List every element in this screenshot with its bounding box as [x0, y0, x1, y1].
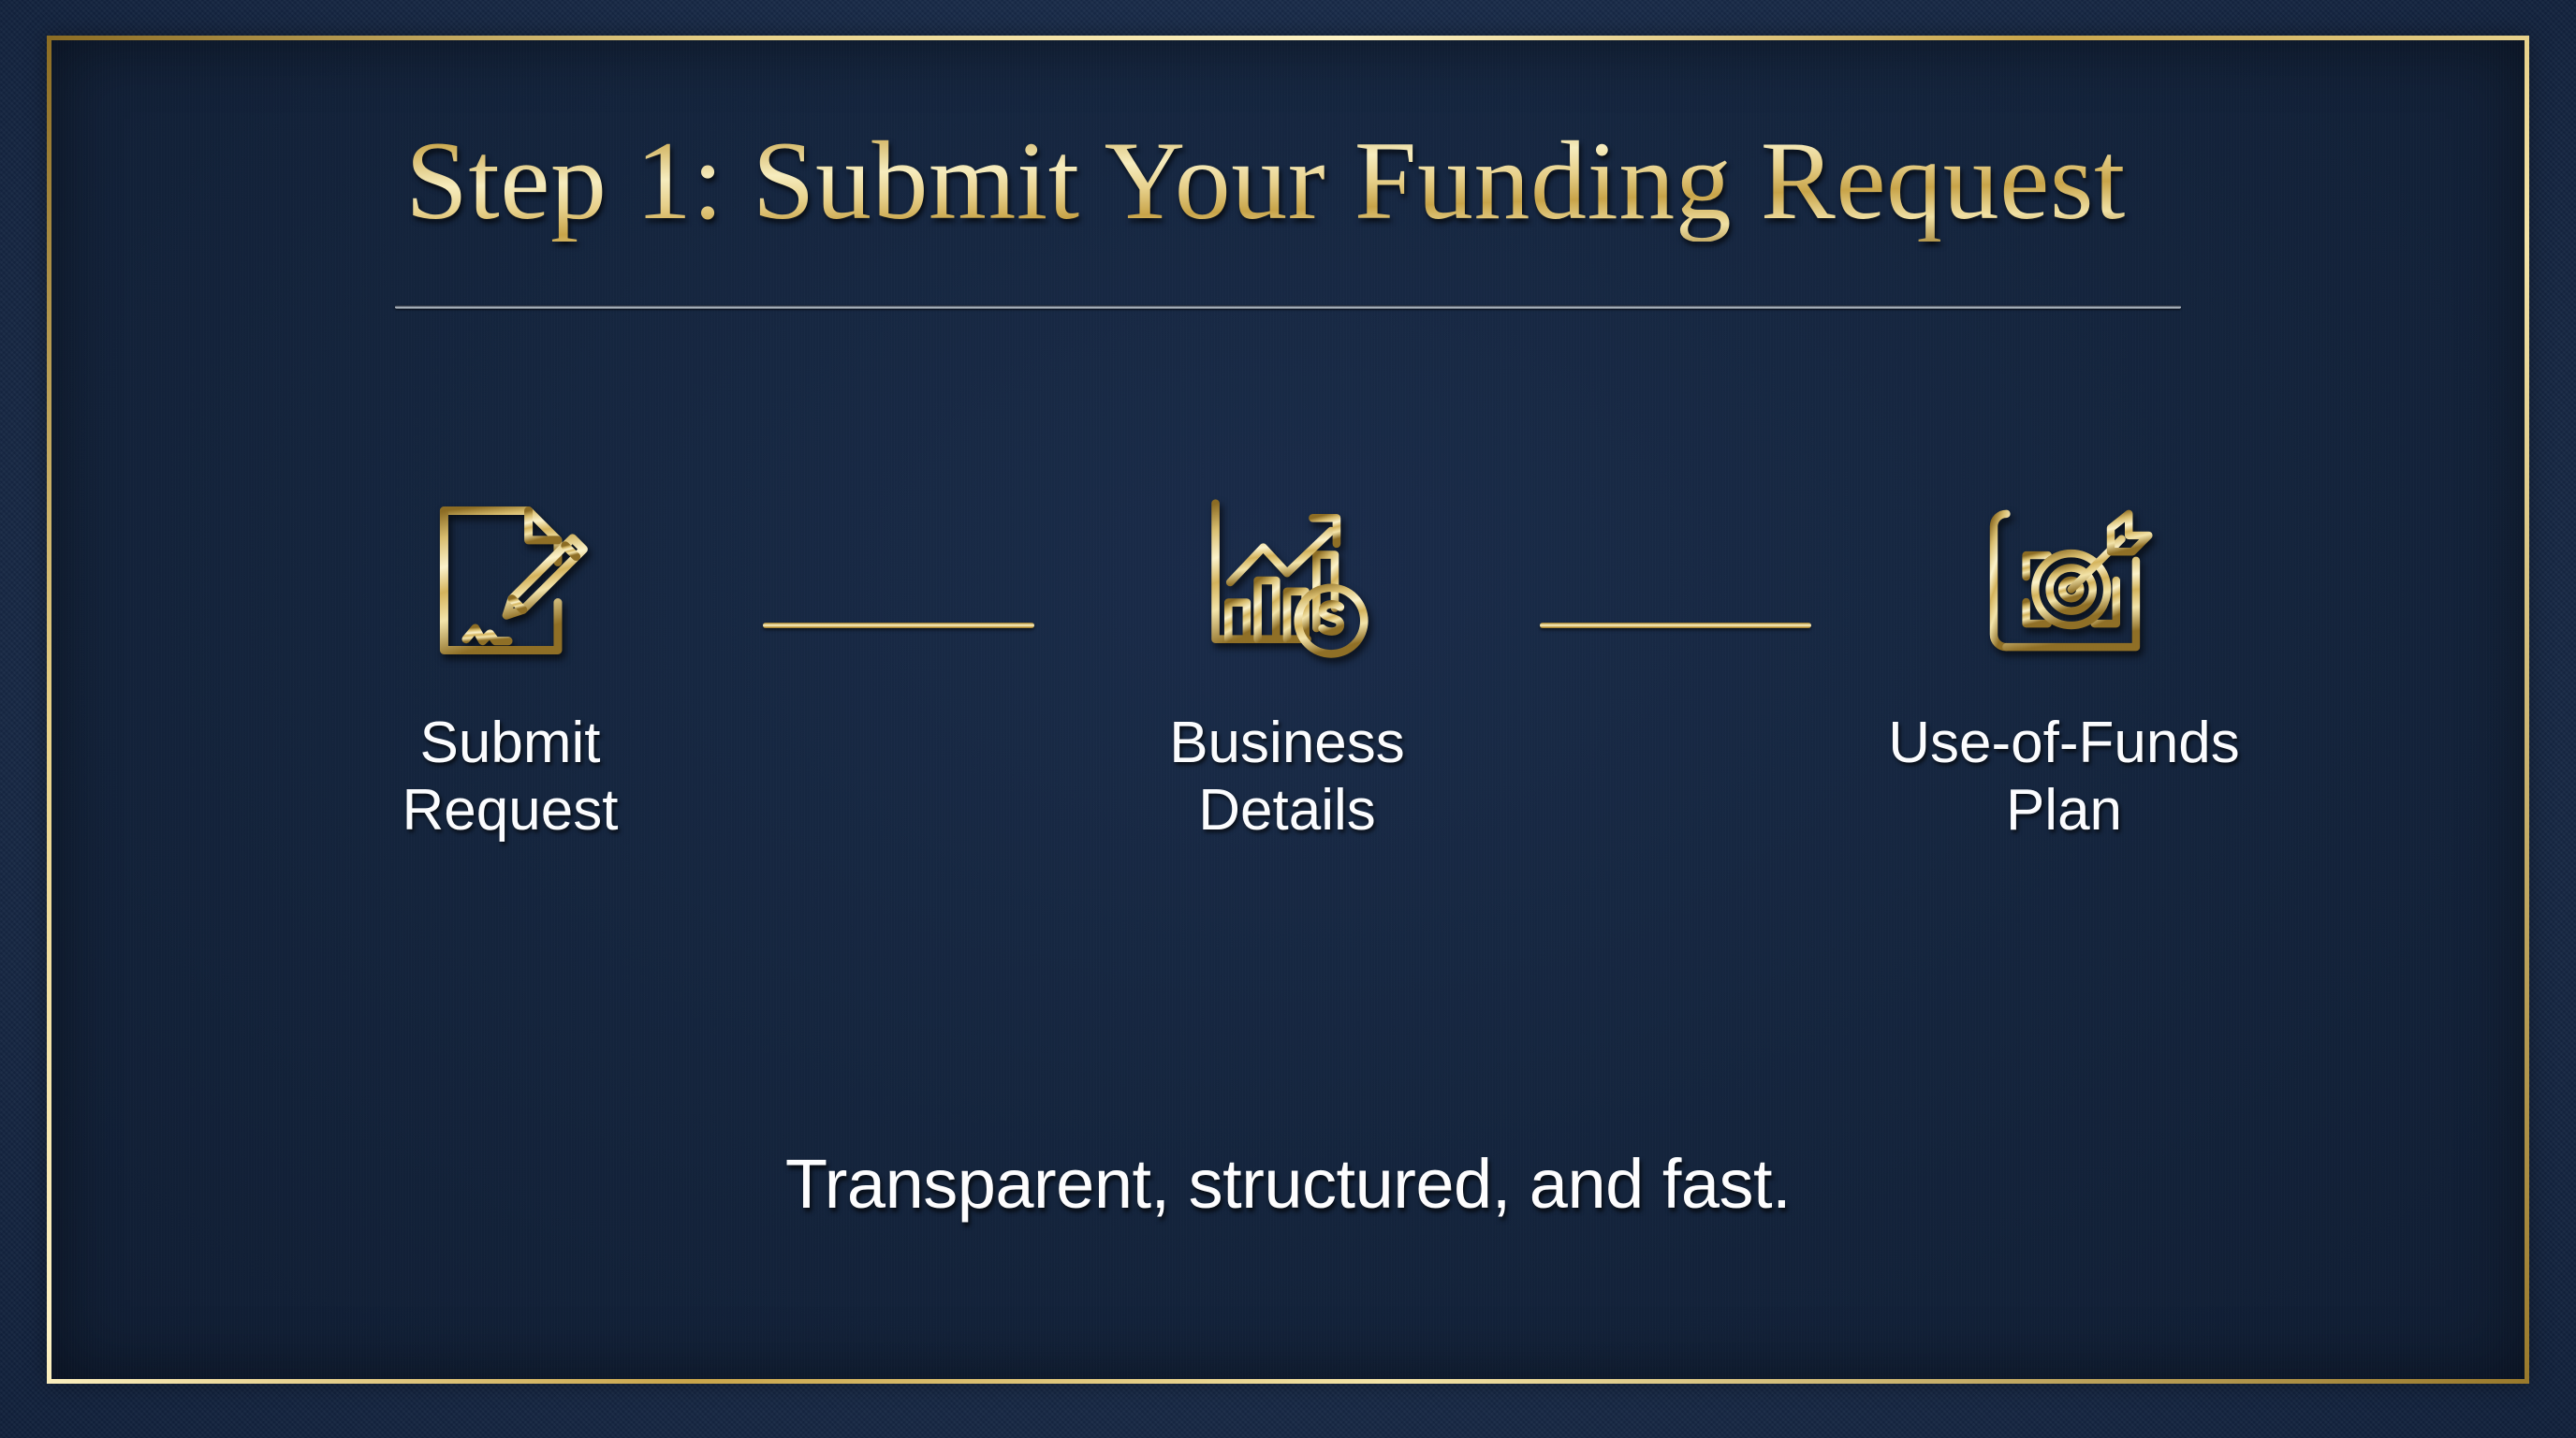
connector-2 — [1540, 623, 1811, 628]
step-label: Use-of-Funds Plan — [1888, 711, 2240, 843]
gold-frame-panel — [47, 36, 2529, 1384]
step-submit-request[interactable]: Submit Request — [309, 487, 711, 844]
page-title-container: Step 1: Submit Your Funding Request — [348, 120, 2183, 242]
step-label: Submit Request — [402, 711, 619, 843]
step-use-of-funds-plan[interactable]: Use-of-Funds Plan — [1863, 487, 2265, 844]
page-title: Step 1: Submit Your Funding Request — [348, 120, 2183, 242]
connector-1 — [763, 623, 1034, 628]
step-label: Business Details — [1169, 711, 1405, 843]
bar-chart-growth-dollar-icon — [1179, 487, 1395, 674]
process-steps-row: Submit Request — [309, 487, 2265, 1011]
title-divider-rule — [395, 305, 2181, 309]
document-pen-signature-icon — [402, 487, 618, 674]
step-business-details[interactable]: Business Details — [1086, 487, 1488, 844]
tagline: Transparent, structured, and fast. — [784, 1145, 1792, 1223]
blueprint-target-arrow-icon — [1956, 487, 2172, 674]
